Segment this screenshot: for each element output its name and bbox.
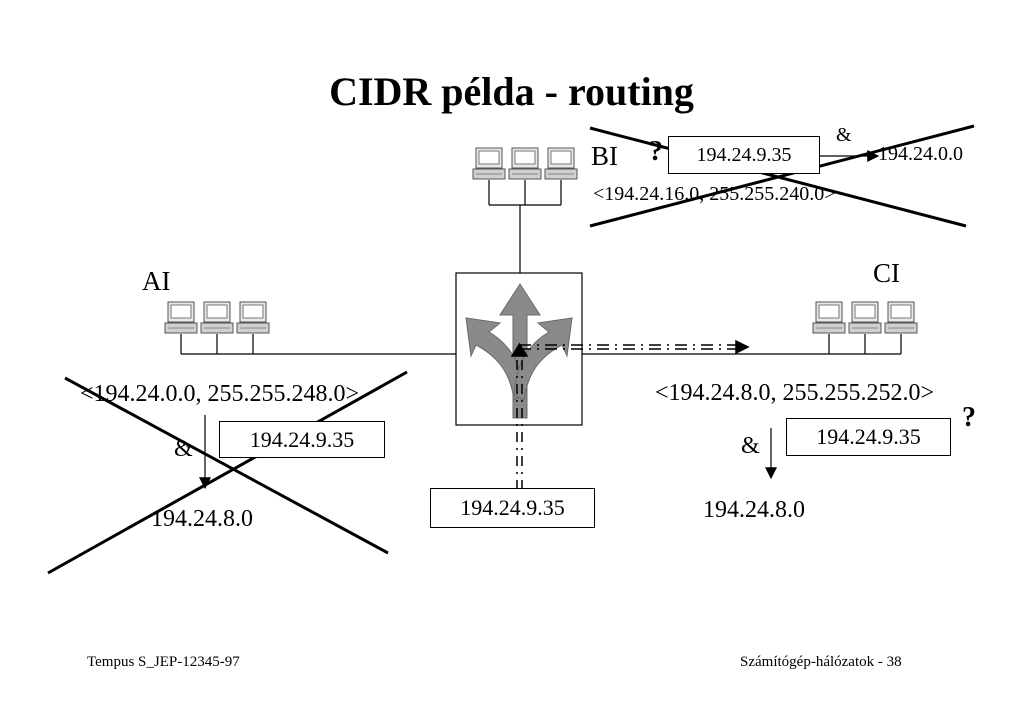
bi-computers xyxy=(472,147,578,180)
bi-cross-out xyxy=(589,124,975,228)
computer-icon xyxy=(848,301,882,334)
ci-and-symbol: & xyxy=(741,433,760,459)
ci-computers xyxy=(812,301,918,334)
ci-lan xyxy=(582,334,902,355)
network-label-ai: AI xyxy=(142,266,171,296)
ai-route-entry: <194.24.0.0, 255.255.248.0> xyxy=(80,381,360,407)
ci-route-entry: <194.24.8.0, 255.255.252.0> xyxy=(655,380,935,406)
network-label-ci: CI xyxy=(873,258,900,288)
computer-icon xyxy=(472,147,506,180)
footer-right: Számítógép-hálózatok - 38 xyxy=(740,654,902,670)
bi-result: 194.24.0.0 xyxy=(878,143,963,165)
computer-icon xyxy=(812,301,846,334)
computer-icon xyxy=(236,301,270,334)
computer-icon xyxy=(884,301,918,334)
computer-icon xyxy=(508,147,542,180)
ai-result: 194.24.8.0 xyxy=(151,506,253,532)
computer-icon xyxy=(200,301,234,334)
ci-result: 194.24.8.0 xyxy=(703,497,805,523)
ai-computers xyxy=(164,301,270,334)
bi-route-entry: <194.24.16.0, 255.255.240.0> xyxy=(593,183,836,205)
bi-question-mark: ? xyxy=(649,136,663,167)
ci-question-mark: ? xyxy=(962,402,976,433)
slide-title: CIDR példa - routing xyxy=(329,69,694,114)
ci-address-box: 194.24.9.35 xyxy=(786,418,951,456)
bi-lan xyxy=(488,180,562,273)
ai-and-symbol: & xyxy=(174,436,193,462)
incoming-address-box: 194.24.9.35 xyxy=(430,488,595,528)
computer-icon xyxy=(164,301,198,334)
computer-icon xyxy=(544,147,578,180)
bi-address-box: 194.24.9.35 xyxy=(668,136,820,174)
footer-left: Tempus S_JEP-12345-97 xyxy=(87,654,240,670)
ai-cross-out xyxy=(47,370,408,575)
ai-lan xyxy=(180,334,456,355)
network-label-bi: BI xyxy=(591,141,618,171)
bi-and-symbol: & xyxy=(836,124,852,146)
ai-address-box: 194.24.9.35 xyxy=(219,421,385,458)
packet-route xyxy=(510,339,750,490)
